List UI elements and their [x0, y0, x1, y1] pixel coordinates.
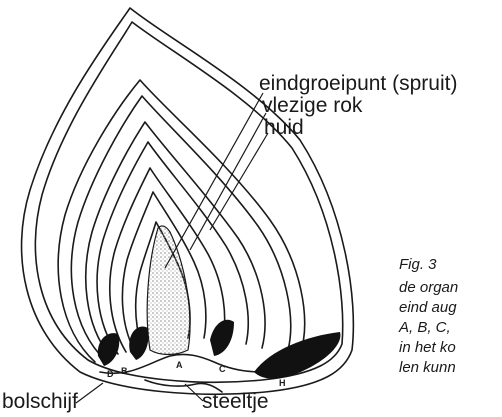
- bud-d: [98, 333, 119, 366]
- letter-d: D: [107, 369, 114, 379]
- caption-line: eind aug: [399, 298, 457, 317]
- growing-point: [147, 226, 190, 355]
- caption-line: in het ko: [399, 338, 456, 357]
- leader-basal-plate: [76, 383, 103, 403]
- label-fleshy-scale: vlezige rok: [262, 95, 362, 116]
- letter-h: H: [279, 378, 286, 388]
- letter-c: C: [219, 364, 226, 374]
- leader-skin: [210, 133, 268, 230]
- bud-h: [254, 332, 340, 379]
- caption-line: de organ: [399, 278, 458, 297]
- caption-line: A, B, C,: [399, 318, 451, 337]
- leader-stalk: [185, 384, 203, 401]
- leader-growing-point: [165, 93, 263, 268]
- label-growing-point: eindgroeipunt (spruit): [259, 73, 457, 94]
- bud-c: [210, 320, 234, 356]
- leader-fleshy-scale: [190, 113, 266, 250]
- caption-fig: Fig. 3: [399, 255, 437, 274]
- label-basal-plate: bolschijf: [2, 391, 78, 412]
- bud-b: [129, 326, 148, 360]
- label-skin: huid: [264, 117, 304, 138]
- letter-a: A: [176, 360, 183, 370]
- letter-b: B: [121, 366, 128, 376]
- label-stalk: steeltje: [202, 391, 269, 412]
- caption-line: len kunn: [399, 358, 456, 377]
